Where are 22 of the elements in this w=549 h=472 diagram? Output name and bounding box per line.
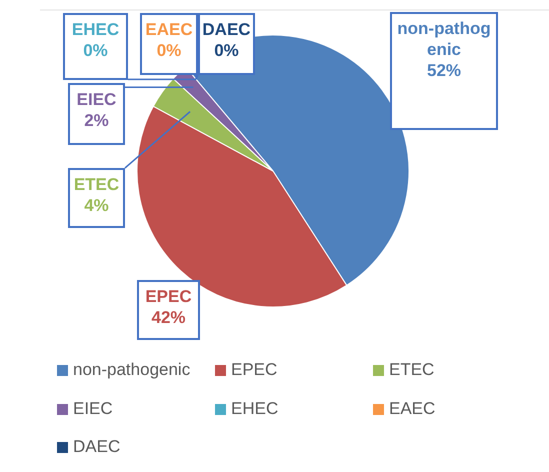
data-label: ETEC 4% (68, 168, 125, 228)
slice-label: EIEC (76, 89, 118, 110)
slice-label: non-pathogenic (396, 18, 492, 60)
legend-label: ETEC (389, 360, 434, 380)
legend-label: EIEC (73, 399, 113, 419)
slice-label: ETEC (72, 174, 120, 195)
legend-label: DAEC (73, 437, 120, 457)
data-label: 4% (83, 195, 110, 216)
legend-label: non-pathogenic (73, 360, 190, 380)
legend-label: EHEC (231, 399, 278, 419)
slice-label: EPEC (144, 286, 193, 307)
data-label: 52% (426, 60, 462, 81)
data-label: 42% (150, 307, 187, 328)
data-label: EAEC 0% (140, 13, 198, 75)
data-label: DAEC 0% (198, 13, 255, 75)
data-label: EIEC 2% (68, 83, 125, 145)
data-label: EHEC 0% (63, 13, 128, 80)
data-label: non-pathogenic 52% (390, 12, 498, 130)
legend-label: EPEC (231, 360, 278, 380)
data-label: 2% (83, 110, 110, 131)
legend-label: EAEC (389, 399, 436, 419)
data-label: EPEC 42% (137, 280, 200, 340)
